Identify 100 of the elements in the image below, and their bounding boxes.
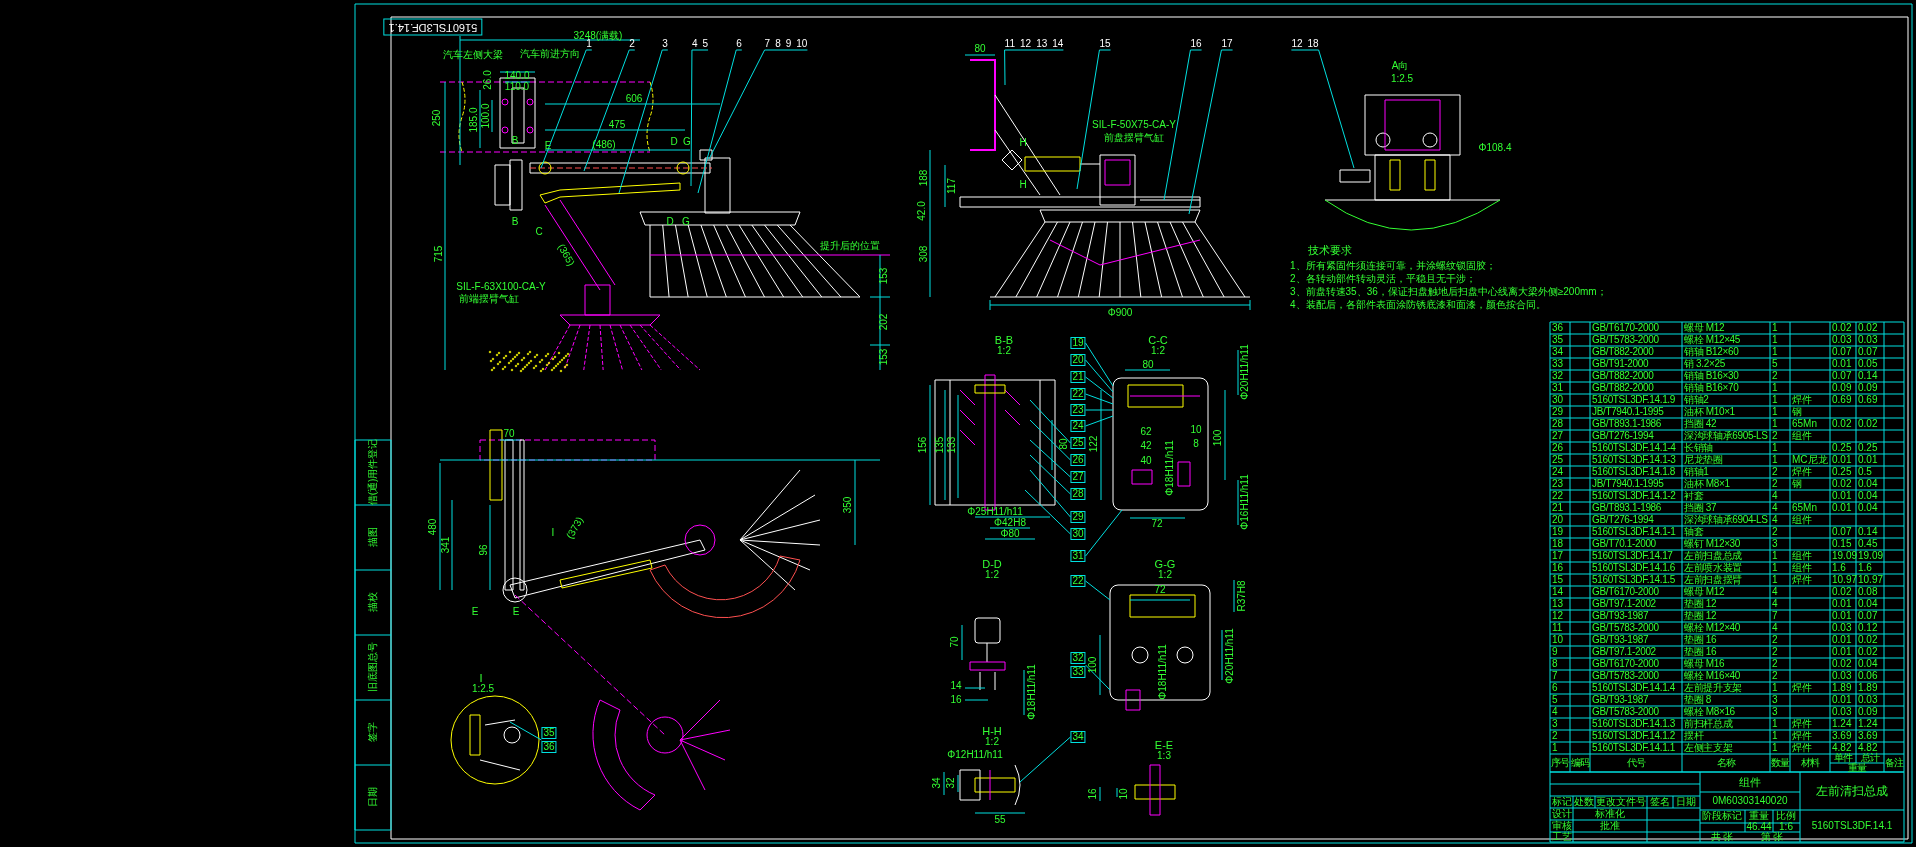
material: 焊件	[1792, 467, 1812, 477]
row-number: 25	[1552, 455, 1564, 465]
dimension-label: Φ18H11/h11	[1158, 644, 1168, 700]
dimension-label: 10	[1190, 425, 1202, 435]
unit-weight: 0.03	[1832, 671, 1852, 681]
callout-number: 24	[1070, 420, 1086, 432]
unit-weight: 1.89	[1832, 683, 1852, 693]
leader-line	[1029, 469, 1071, 518]
part-name: 挡圈 42	[1684, 419, 1717, 429]
row-number: 13	[1552, 599, 1564, 609]
unit-weight: 0.01	[1832, 491, 1852, 501]
total-weight: 19.09	[1858, 551, 1884, 561]
part-name: 左前扫盘总成	[1684, 551, 1742, 561]
leader-line	[509, 721, 542, 741]
standard-code: GB/T6170-2000	[1592, 659, 1659, 669]
leader-line	[1085, 415, 1114, 427]
dimension-label: 100.0	[481, 103, 491, 129]
leader-line	[618, 49, 669, 194]
standard-code: 5160TSL3DF.14.1.1	[1592, 743, 1675, 753]
row-number: 20	[1552, 515, 1564, 525]
material: 65Mn	[1792, 503, 1817, 513]
standard-code: JB/T7940.1-1995	[1592, 479, 1664, 489]
callout-number: 10	[796, 39, 808, 49]
leader-line	[583, 49, 636, 172]
standard-code: GB/T5783-2000	[1592, 335, 1659, 345]
dimension-label: 10	[1119, 788, 1129, 800]
title-block-text: 签名	[1650, 797, 1670, 807]
part-name: 长销轴	[1684, 443, 1713, 453]
part-name: 左侧主支架	[1684, 743, 1733, 753]
annotation-text: SIL-F-50X75-CA-Y	[1092, 120, 1176, 130]
row-number: 4	[1552, 707, 1558, 717]
total-weight: 0.03	[1858, 335, 1878, 345]
row-number: 33	[1552, 359, 1564, 369]
total-weight: 0.08	[1858, 587, 1878, 597]
part-name: 尼龙垫圈	[1684, 455, 1723, 465]
row-number: 35	[1552, 335, 1564, 345]
dimension-label: 188	[919, 169, 929, 187]
total-weight: 0.5	[1858, 467, 1872, 477]
unit-weight: 0.09	[1832, 383, 1852, 393]
dimension-label: 185.0	[469, 107, 479, 133]
callout-number: 11	[1004, 39, 1015, 49]
section-marker: E	[544, 141, 552, 151]
scale-label: 1:2.5	[471, 684, 495, 694]
unit-weight: 0.07	[1832, 371, 1852, 381]
column-header: 数量	[1770, 758, 1790, 768]
quantity: 1	[1772, 347, 1778, 357]
unit-weight: 1.6	[1832, 563, 1846, 573]
unit-weight: 19.09	[1832, 551, 1858, 561]
dimension-label: Φ42H8	[994, 518, 1026, 528]
part-name: 螺栓 M12×40	[1684, 623, 1741, 633]
dimension-label: 350	[843, 496, 853, 514]
material: 65Mn	[1792, 419, 1817, 429]
unit-weight: 0.02	[1832, 479, 1852, 489]
row-number: 29	[1552, 407, 1564, 417]
part-name: 销轴 B12×60	[1684, 347, 1739, 357]
requirement-text: 4、装配后，各部件表面涂防锈底漆和面漆，颜色按合同。	[1290, 300, 1546, 310]
dimension-label: 8	[1193, 439, 1199, 449]
total-weight: 0.02	[1858, 419, 1878, 429]
dimension-label: 16	[950, 695, 962, 705]
unit-weight: 0.01	[1832, 455, 1852, 465]
dimension-label: 153	[879, 348, 889, 366]
standard-code: 5160TSL3DF.14.1.4	[1592, 683, 1675, 693]
title-block-text: 左前清扫总成	[1816, 785, 1888, 797]
annotation-text: 汽车左侧大梁	[443, 50, 503, 60]
callout-number: 30	[1070, 528, 1086, 540]
material: 组件	[1792, 563, 1812, 573]
standard-code: 5160TSL3DF.14.1.2	[1592, 731, 1675, 741]
scale-label: 1:2	[985, 570, 999, 580]
total-weight: 0.04	[1858, 491, 1878, 501]
section-title: B-B	[994, 334, 1014, 346]
standard-code: GB/T893.1-1986	[1592, 419, 1662, 429]
standard-code: GB/T93-1987	[1592, 611, 1649, 621]
row-number: 27	[1552, 431, 1564, 441]
row-number: 28	[1552, 419, 1564, 429]
callout-number: 21	[1070, 371, 1086, 383]
callout-number: 9	[785, 39, 792, 49]
unit-weight: 0.03	[1832, 335, 1852, 345]
material: 钢	[1792, 407, 1802, 417]
part-name: 挡圈 37	[1684, 503, 1717, 513]
leader-line	[1004, 49, 1064, 86]
column-header: 编码	[1570, 758, 1590, 768]
row-number: 22	[1552, 491, 1564, 501]
part-name: 螺钉 M12×30	[1684, 539, 1741, 549]
standard-code: GB/T276-1994	[1592, 515, 1654, 525]
unit-weight: 0.07	[1832, 527, 1852, 537]
title-block-text: 工艺	[1552, 832, 1572, 842]
quantity: 3	[1772, 539, 1778, 549]
total-weight: 0.14	[1858, 371, 1878, 381]
column-header: 代号	[1626, 758, 1646, 768]
quantity: 1	[1772, 419, 1778, 429]
standard-code: GB/T882-2000	[1592, 371, 1654, 381]
unit-weight: 0.69	[1832, 395, 1852, 405]
dimension-label: 156	[918, 436, 928, 454]
dimension-label: 100	[1088, 656, 1098, 674]
section-marker: H	[1019, 138, 1027, 148]
quantity: 4	[1772, 587, 1778, 597]
callout-number: 6	[736, 39, 742, 49]
callout-number: 23	[1070, 404, 1086, 416]
total-weight: 0.09	[1858, 383, 1878, 393]
quantity: 4	[1772, 623, 1778, 633]
